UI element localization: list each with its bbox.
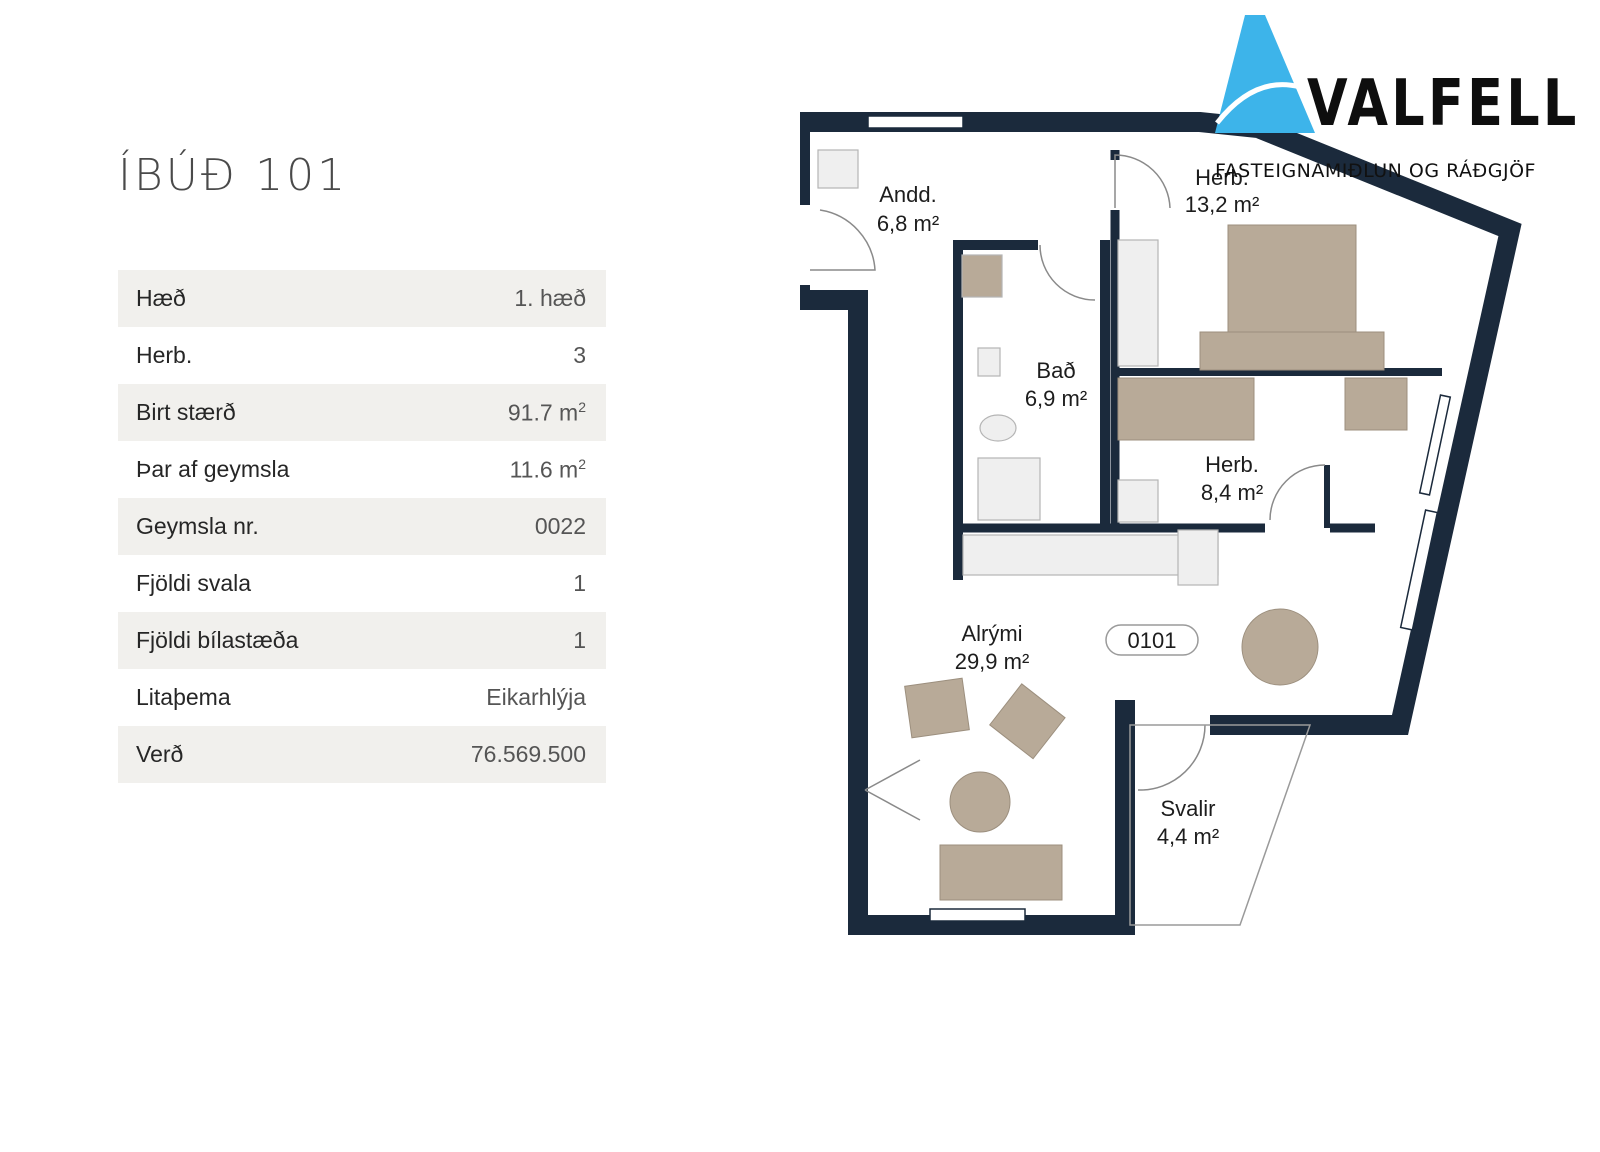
spec-value: 91.7 m2 (507, 398, 586, 426)
spec-label: Herb. (136, 342, 193, 368)
door-swing (1269, 464, 1326, 521)
armchair (989, 683, 1066, 760)
spec-row: Geymsla nr. 0022 (118, 498, 606, 555)
sink (977, 347, 1001, 377)
coffee-table (949, 771, 1011, 833)
spec-label: Hæð (136, 285, 186, 311)
room-area: 29,9 m² (955, 649, 1030, 674)
spec-label: Geymsla nr. (136, 513, 259, 539)
door-swing (1137, 724, 1206, 791)
spec-label: Fjöldi svala (136, 570, 252, 596)
door-swing (810, 209, 876, 271)
spec-label: Verð (136, 741, 184, 767)
balcony-outline (1129, 724, 1312, 926)
kitchen-counter (962, 534, 1219, 576)
room-area: 6,8 m² (877, 211, 939, 236)
spec-row: Hæð 1. hæð (118, 270, 606, 327)
shower (977, 457, 1041, 521)
spec-row: Fjöldi bílastæða 1 (118, 612, 606, 669)
toilet (979, 414, 1017, 442)
room-area: 4,4 m² (1157, 824, 1219, 849)
spec-label: Litaþema (136, 684, 231, 710)
spec-value: 1 (573, 627, 586, 653)
spec-row: Herb. 3 (118, 327, 606, 384)
window (1418, 394, 1452, 496)
interior-wall (1100, 240, 1110, 530)
room-name: Svalir (1160, 796, 1215, 821)
spec-row: Birt stærð 91.7 m2 (118, 384, 606, 441)
door-swing (864, 759, 921, 821)
spec-row: Litaþema Eikarhlýja (118, 669, 606, 726)
room-name: Bað (1036, 358, 1075, 383)
furniture (904, 224, 1408, 901)
fridge (1177, 529, 1219, 586)
door-swing (1114, 154, 1171, 209)
spec-label: Þar af geymsla (136, 456, 290, 482)
room-name: Andd. (879, 182, 937, 207)
room-name: Alrými (961, 621, 1022, 646)
desk (1344, 377, 1408, 431)
spec-value: 1 (573, 570, 586, 596)
logo-name: VALFELL (1307, 67, 1580, 141)
single-bed (1117, 377, 1255, 441)
washer (961, 254, 1003, 298)
window (867, 115, 964, 129)
spec-value: 1. hæð (514, 285, 586, 311)
windows (867, 115, 1452, 922)
spec-value: Eikarhlýja (486, 684, 586, 710)
room-area: 13,2 m² (1185, 192, 1260, 217)
fixtures (817, 149, 1219, 586)
spec-label: Birt stærð (136, 399, 236, 425)
spec-label: Fjöldi bílastæða (136, 627, 299, 653)
unit-number: 0101 (1128, 628, 1177, 653)
unit-number-badge (1105, 624, 1199, 656)
armchair (904, 677, 970, 739)
spec-value: 76.569.500 (470, 741, 586, 767)
doors (810, 154, 1326, 821)
room-name: Herb. (1195, 165, 1249, 190)
logo-tagline: FASTEIGNAMIÐLUN OG RÁÐGJÖF (1215, 160, 1536, 182)
floor-plan: Andd. 6,8 m² Herb. 13,2 m² Bað 6,9 m² He… (800, 112, 1522, 935)
window (1399, 509, 1439, 631)
room-area: 6,9 m² (1025, 386, 1087, 411)
sofa (939, 844, 1063, 901)
unit-title: ÍBÚÐ 101 (118, 150, 349, 201)
valfell-logo: VALFELL FASTEIGNAMIÐLUN OG RÁÐGJÖF (1215, 15, 1595, 190)
interior-wall (953, 240, 1038, 580)
room-name: Herb. (1205, 452, 1259, 477)
spec-row: Verð 76.569.500 (118, 726, 606, 783)
spec-value: 3 (573, 342, 586, 368)
spec-table: Hæð 1. hæð Herb. 3 Birt stærð 91.7 m2 Þa… (118, 270, 606, 783)
coat-cabinet (817, 149, 859, 189)
logo-triangle-icon (1215, 15, 1315, 133)
wardrobe (1117, 479, 1159, 523)
window (929, 908, 1026, 922)
spec-value: 11.6 m2 (509, 455, 586, 483)
dining-table (1241, 608, 1319, 686)
wardrobe (1117, 239, 1159, 367)
room-labels: Andd. 6,8 m² Herb. 13,2 m² Bað 6,9 m² He… (877, 165, 1263, 849)
outer-wall (800, 285, 1135, 935)
spec-row: Fjöldi svala 1 (118, 555, 606, 612)
door-swing (1039, 244, 1096, 301)
spec-row: Þar af geymsla 11.6 m2 (118, 441, 606, 498)
spec-value: 0022 (534, 513, 586, 539)
nightstand (1199, 331, 1385, 371)
room-area: 8,4 m² (1201, 480, 1263, 505)
